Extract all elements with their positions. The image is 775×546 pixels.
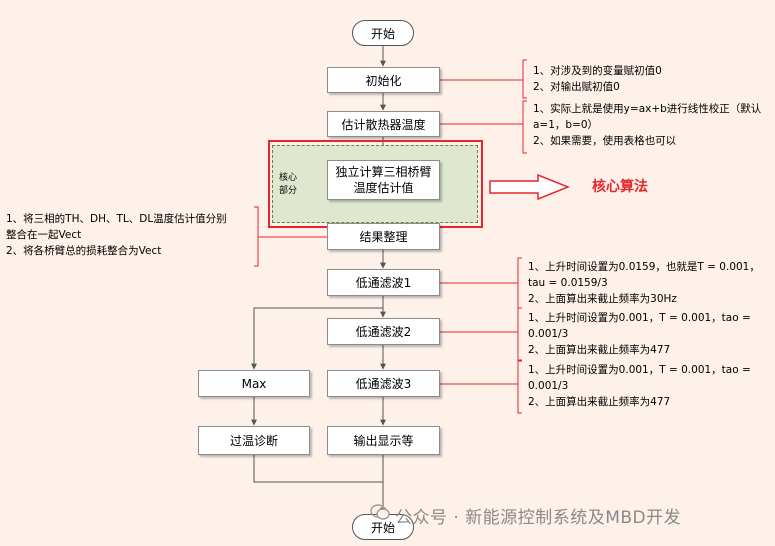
max-box: Max: [198, 370, 310, 397]
output-display-box: 输出显示等: [327, 426, 440, 455]
bracket-lpf1-brace: [517, 257, 522, 309]
wechat-icon: [370, 504, 390, 520]
core-arrow: [489, 173, 571, 201]
bracket-lpf2-brace: [517, 307, 522, 361]
core-calc-line2: 温度估计值: [353, 181, 414, 195]
lpf3-box: 低通滤波3: [327, 370, 440, 397]
note-estimate: 1、实际上就是使用y=ax+b进行线性校正（默认 a=1，b=0） 2、如果需要…: [533, 103, 762, 147]
bracket-lpf3-brace: [517, 360, 522, 414]
note-lpf2: 1、上升时间设置为0.001，T = 0.001，tao = 0.001/3 2…: [528, 312, 751, 356]
core-side-label: 核心 部分: [279, 172, 297, 198]
core-calc-box: 独立计算三相桥臂 温度估计值: [327, 160, 440, 200]
core-side-label-line1: 核心: [279, 173, 298, 183]
core-calc-line1: 独立计算三相桥臂: [335, 165, 432, 179]
start-terminal: 开始: [352, 20, 414, 46]
core-side-label-line2: 部分: [279, 186, 298, 196]
note-organize: 1、将三相的TH、DH、TL、DL温度估计值分别 整合在一起Vect 2、将各桥…: [6, 213, 227, 257]
core-algorithm-tag: 核心算法: [592, 179, 648, 195]
bracket-estimate-brace: [522, 100, 527, 154]
lpf1-box: 低通滤波1: [327, 269, 440, 296]
overtemp-box: 过温诊断: [198, 426, 310, 455]
organize-box: 结果整理: [327, 223, 440, 250]
edge-overtemp-end: [253, 455, 383, 483]
estimate-heatsink-box: 估计散热器温度: [327, 111, 440, 137]
lpf2-box: 低通滤波2: [327, 318, 440, 345]
note-init: 1、对涉及到的变量赋初值0 2、对输出赋初值0: [533, 65, 662, 93]
init-box: 初始化: [327, 67, 440, 93]
bracket-organize-brace: [254, 206, 259, 267]
note-lpf3: 1、上升时间设置为0.001，T = 0.001，tao = 0.001/3 2…: [528, 364, 751, 408]
edge-lpf1-max: [251, 307, 383, 370]
bracket-init-brace: [522, 59, 527, 99]
watermark-text: 公众号 · 新能源控制系统及MBD开发: [395, 508, 682, 528]
note-lpf1: 1、上升时间设置为0.0159，也就是T = 0.001， tau = 0.01…: [528, 261, 760, 305]
